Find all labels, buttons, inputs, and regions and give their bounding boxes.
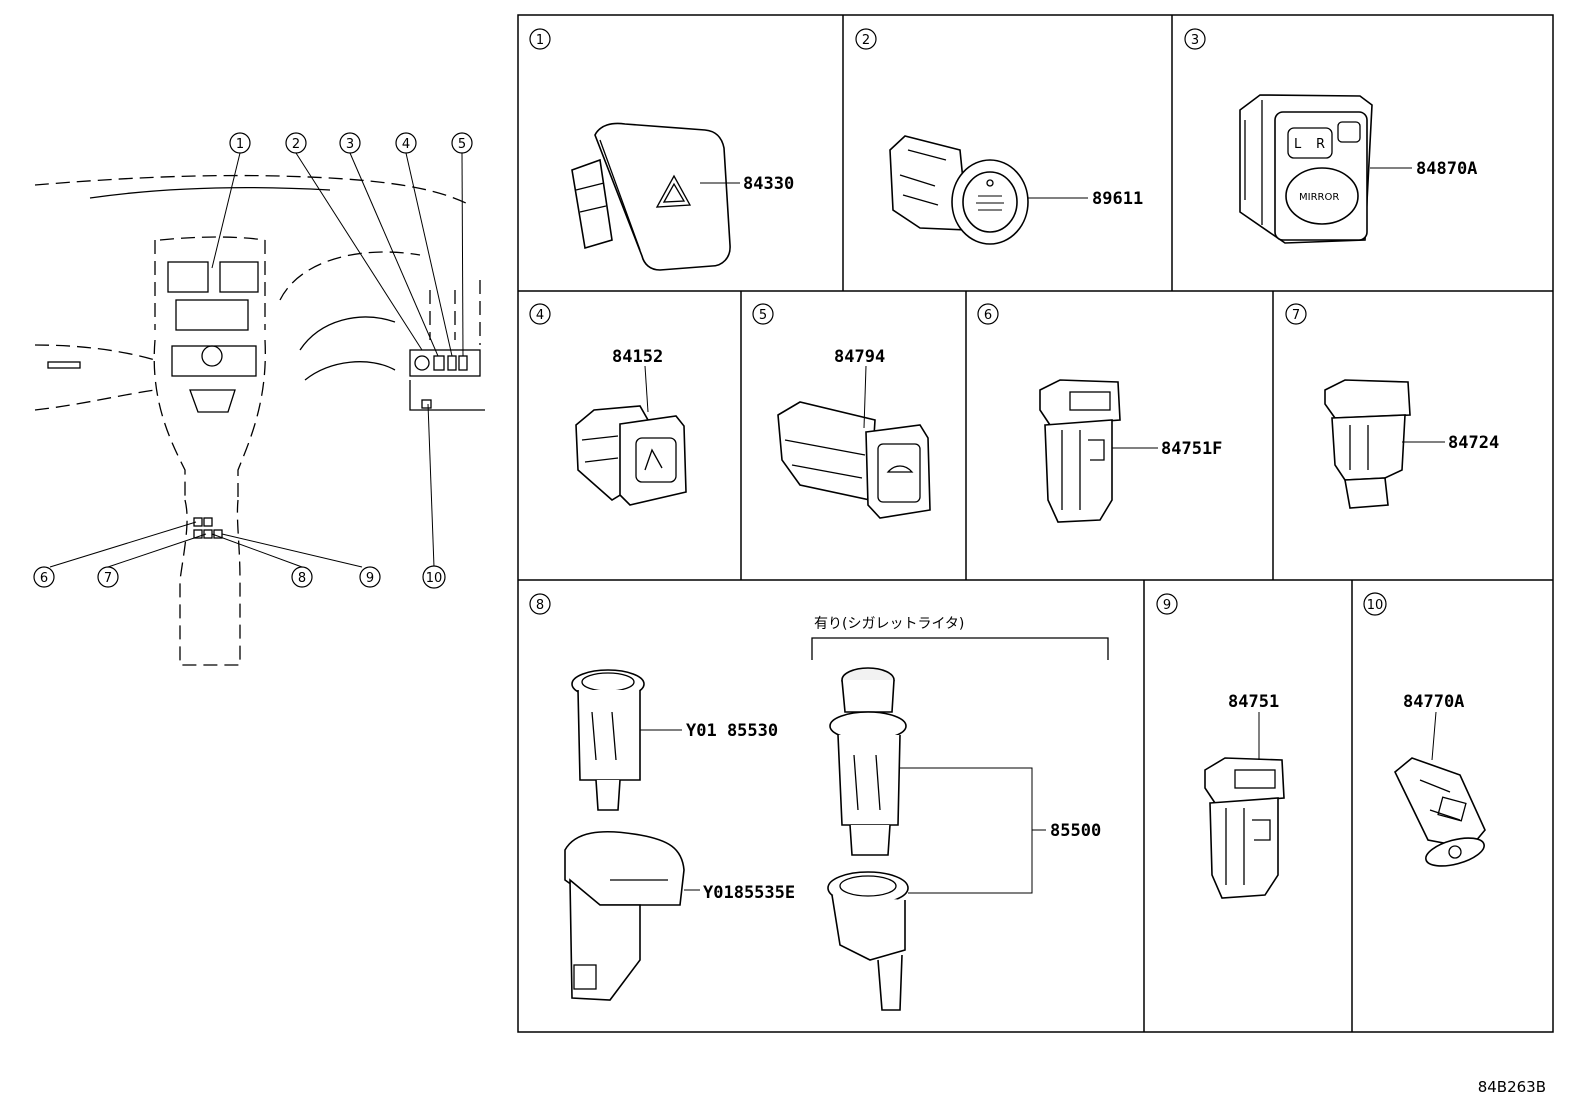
socket-Y0185530-drawing [571,669,682,811]
callout-4-circle [395,132,417,154]
callout-4: 4 [402,137,410,152]
callout-5-circle [451,132,473,154]
part-84724-label: 84724 [1448,433,1499,453]
mirror-switch-drawing: L R MIRROR [1239,94,1412,244]
panel-6-number: 6 [984,308,992,323]
switch-84751-drawing [1204,712,1285,899]
callout-8-circle [291,566,313,588]
panel-8-number: 8 [536,598,544,613]
hazard-switch-drawing [571,122,740,271]
callout-2: 2 [292,137,300,152]
sensor-84770A-drawing [1394,711,1486,867]
lighter-85500-drawing [827,667,1046,1011]
dashboard-overview: 1 2 3 4 5 6 7 8 9 10 [33,132,485,666]
part-84751F-label: 84751F [1161,439,1222,459]
panel-2-number: 2 [862,33,870,48]
switch-84724-drawing [1324,379,1445,509]
callout-9-circle [359,566,381,588]
callout-10: 10 [426,571,443,586]
diagram-code: 84B263B [1478,1078,1546,1096]
callout-1-circle [229,132,251,154]
mirror-switch-l-text: L [1294,137,1302,152]
callout-2-circle [285,132,307,154]
panel-numbers: 1 2 3 4 5 6 7 8 9 10 [529,28,1387,616]
panel-7-number: 7 [1292,308,1300,323]
socket-Y0185535E-drawing [564,830,700,1001]
callout-7-circle [97,566,119,588]
push-start-switch-drawing [889,135,1088,245]
callout-3: 3 [346,137,354,152]
panel-10-number: 10 [1367,598,1384,613]
callout-1: 1 [236,137,244,152]
option-bracket [811,637,1109,660]
panel-1-number: 1 [536,33,544,48]
option-label: 有り(シガレットライタ) [814,616,964,632]
callout-10-circle [422,565,446,589]
panel-9-number: 9 [1163,598,1171,613]
part-Y0185535E-label: Y0185535E [703,883,795,903]
switch-84152-drawing [575,365,687,506]
part-84794-label: 84794 [834,347,885,367]
callout-6: 6 [40,571,48,586]
panel-3-number: 3 [1191,33,1199,48]
defogger-switch-drawing [777,365,931,519]
callout-5: 5 [458,137,466,152]
callout-3-circle [339,132,361,154]
panel-grid [517,14,1554,1033]
part-84152-label: 84152 [612,347,663,367]
mirror-switch-mirror-text: MIRROR [1299,192,1339,203]
part-85500-label: 85500 [1050,821,1101,841]
part-89611-label: 89611 [1092,189,1143,209]
panel-4-number: 4 [536,308,544,323]
part-84870A-label: 84870A [1416,159,1477,179]
switch-84751F-drawing [1039,379,1158,523]
part-84770A-label: 84770A [1403,692,1464,712]
callout-9: 9 [366,571,374,586]
panel-5-number: 5 [759,308,767,323]
part-84330-label: 84330 [743,174,794,194]
callout-6-circle [33,566,55,588]
part-84751-label: 84751 [1228,692,1279,712]
callout-7: 7 [104,571,112,586]
mirror-switch-r-text: R [1316,137,1325,152]
part-Y0185530-label: Y01 85530 [686,721,778,741]
callout-8: 8 [298,571,306,586]
